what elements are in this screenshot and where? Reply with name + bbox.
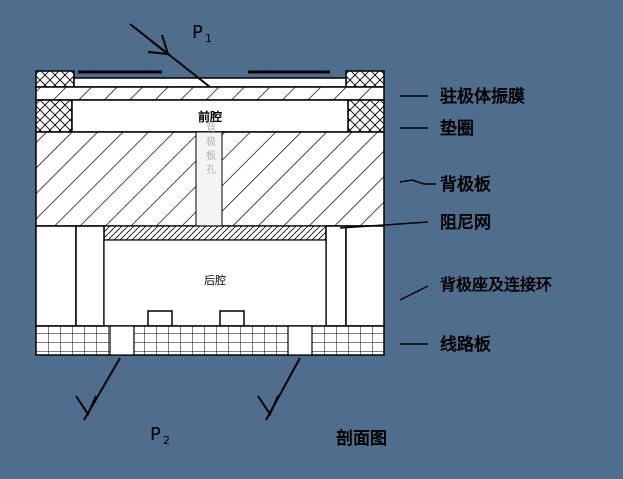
- damping-mesh: [103, 225, 327, 241]
- callout-leaders: [339, 95, 436, 345]
- seat-ring: [35, 225, 385, 327]
- front-cavity-label: 前腔: [198, 109, 222, 124]
- p1-arrow: [129, 23, 211, 88]
- svg-text:1: 1: [205, 32, 212, 45]
- back-plate-hole-label: 背极板孔: [204, 121, 216, 178]
- svg-text:P: P: [192, 22, 203, 43]
- callout-seat-ring: 背极座及连接环: [440, 275, 552, 294]
- p1-label: P 1: [192, 22, 212, 45]
- svg-text:2: 2: [163, 434, 170, 447]
- p2-arrow-right: [257, 357, 301, 421]
- callout-back-plate: 背极板: [440, 174, 492, 195]
- svg-text:P: P: [150, 424, 161, 445]
- back-plate-hole: [195, 131, 223, 227]
- caption: 剖面图: [336, 428, 387, 449]
- callout-diaphragm: 驻极体振膜: [440, 86, 525, 107]
- back-cavity-label: 后腔: [204, 273, 226, 287]
- callout-spacer: 垫圈: [440, 118, 474, 139]
- callout-damping-mesh: 阻尼网: [440, 213, 491, 233]
- back-cavity: [103, 239, 327, 327]
- electret-diaphragm: [35, 86, 385, 101]
- p2-label: P 2: [150, 424, 170, 447]
- callout-circuit-board: 线路板: [440, 334, 492, 355]
- p2-arrow-left: [75, 357, 121, 421]
- circuit-board: [35, 325, 385, 356]
- top-cover: [35, 70, 385, 88]
- front-cavity: [71, 99, 349, 133]
